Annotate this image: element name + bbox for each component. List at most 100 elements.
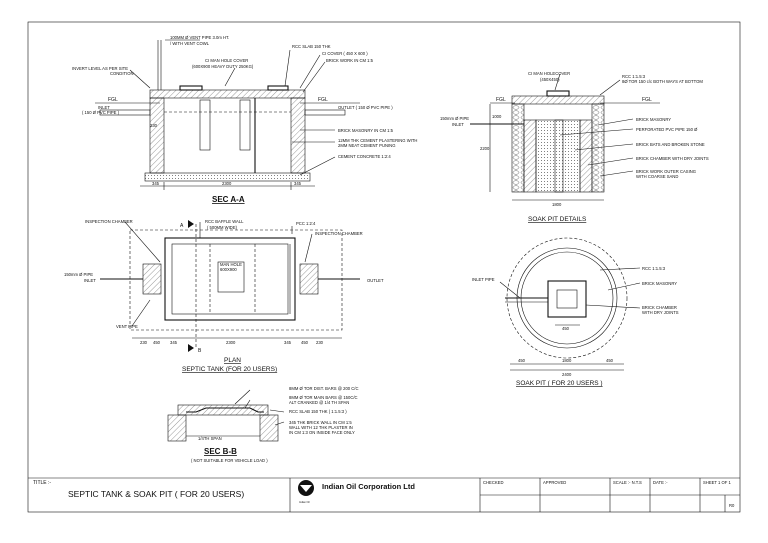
sec-aa-plaster-label-2: 2MM NEAT CEMENT PUNING <box>338 143 395 148</box>
plan-inlet-label-1: 150mm Ø PIPE <box>64 272 93 277</box>
soak-pit-dim-total: 2400 <box>562 372 572 377</box>
soak-detail-slab <box>511 95 605 105</box>
soak-pit-inlet-label: INLET PIPE <box>472 277 495 282</box>
outlet-pipe <box>304 109 346 116</box>
sec-bb-main-bars-label-2: ALT CRANKED @ 1/4 TH SPAN <box>289 400 349 405</box>
plan-tank-inner <box>171 243 289 315</box>
soak-detail-bats <box>535 119 581 193</box>
plan-dim-2300: 2300 <box>226 340 236 345</box>
sec-aa-brick-work-label: BRICK WORK IN CM 1:5 <box>326 58 374 63</box>
plan-pcc-label: PCC 1:2:4 <box>296 221 316 226</box>
soak-detail-bats-label: BRICK BATS AND BROKEN STONE <box>636 142 705 147</box>
soak-pit-chamber-label-1: BRICK CHAMBER <box>642 305 677 310</box>
sec-aa-manhole-label-2: (600X900 HEAVY DUTY 250KG) <box>192 64 254 69</box>
sec-aa-inlet-label-2: ( 150 Ø PVC PIPE ) <box>82 110 120 115</box>
soak-detail-fgl-left: FGL <box>496 97 506 103</box>
soak-detail-rcc-label-2: 8Ø TOR 150 c/c BOTH WAYS AT BOTTOM <box>622 79 703 84</box>
plan-manhole-label-1: MAN HOLE <box>220 262 242 267</box>
plan-dim-450-right: 450 <box>301 340 309 345</box>
sec-bb-rcc-label: RCC SLAB 150 THK ( 1:1.5:3 ) <box>289 409 347 414</box>
plan-inspection-left-label: INSPECTION CHAMBER <box>85 219 133 224</box>
sheet-border <box>27 21 741 513</box>
sheet-label: SHEET 1 OF 1 <box>703 480 732 485</box>
approved-label: APPROVED <box>543 480 566 485</box>
plan-tank-outer <box>164 237 296 321</box>
plan-section-a-top: A <box>180 223 184 229</box>
sec-aa-dim-230: 230 <box>150 123 158 128</box>
company-name: Indian Oil Corporation Ltd <box>322 482 415 491</box>
soak-detail-casing-label-2: WITH COARSE SAND <box>636 174 678 179</box>
soak-detail-title: SOAK PIT DETAILS <box>528 216 587 223</box>
section-aa <box>95 39 360 190</box>
sec-aa-dim-345-left: 345 <box>152 181 160 186</box>
plan-dim-345-left: 345 <box>170 340 178 345</box>
section-bb <box>167 389 285 442</box>
revision-label: R0 <box>729 503 735 508</box>
sec-bb-title: SEC B-B <box>204 447 237 456</box>
sec-aa-dim-345-right: 345 <box>294 181 302 186</box>
sec-aa-concrete-label: CEMENT CONCRETE 1:2:4 <box>338 154 391 159</box>
plan-dim-450-left: 450 <box>153 340 161 345</box>
base-concrete <box>144 172 311 182</box>
sec-bb-wall-label-2: WALL WITH 12 THK PLASTER IN <box>289 425 353 430</box>
soak-detail-rcc-label-1: RCC 1:1.5:3 <box>622 74 646 79</box>
sec-bb-right-wall <box>259 414 279 442</box>
sec-aa-fgl-right: FGL <box>318 97 328 103</box>
scale-label: SCALE :- N.T.S <box>613 480 642 485</box>
soak-pit-rcc-label: RCC 1:1.5:3 <box>642 266 666 271</box>
soak-pit-dim-inner: 450 <box>562 326 570 331</box>
soak-detail-cover-label-2: (450X450) <box>540 77 560 82</box>
sec-aa-dim-2300: 2300 <box>222 181 232 186</box>
soak-detail-perforated-label: PERFORATED PVC PIPE 150 Ø <box>636 127 698 132</box>
soak-pit-outer-circle <box>506 237 628 359</box>
sec-aa-outlet-label: OUTLET ( 150 Ø PVC PIPE ) <box>338 105 393 110</box>
sec-aa-rcc-slab-label: RCC SLAB 150 THK <box>292 44 331 49</box>
soak-pit-plan <box>499 237 641 371</box>
soak-detail-left-casing <box>511 103 525 193</box>
sec-aa-invert-label-1: INVERT LEVEL AS PER SITE <box>72 66 128 71</box>
date-label: DATE :- <box>653 480 668 485</box>
plan-section-b-bottom: B <box>198 348 202 354</box>
plan-inspection-right-label: INSPECTION CHAMBER <box>315 231 363 236</box>
plan-inspection-right <box>299 263 319 295</box>
plan-manhole-label-2: 600X900 <box>220 267 237 272</box>
soak-pit-chamber-label-2: WITH DRY JOINTS <box>642 310 679 315</box>
plan-subtitle: SEPTIC TANK (FOR 20 USERS) <box>182 366 277 373</box>
soak-detail-pipe-label-1: 150mm Ø PIPE <box>440 116 469 121</box>
plan-view <box>100 220 360 352</box>
plan-baffle-label-1: RCC BAFFLE WALL <box>205 219 244 224</box>
plan-manhole <box>217 261 245 293</box>
sec-aa-plaster-label-1: 12MM THK CEMENT PLASTERING WITH <box>338 138 417 143</box>
title-block <box>289 478 740 512</box>
sec-bb-slab <box>177 404 269 416</box>
drawing-title: SEPTIC TANK & SOAK PIT ( FOR 20 USERS) <box>68 489 244 499</box>
logo-text: Indian Oil <box>299 501 310 504</box>
soak-pit-masonry-label: BRICK MASONRY <box>642 281 677 286</box>
plan-dim-345-right: 345 <box>284 340 292 345</box>
sec-bb-left-wall <box>167 414 187 442</box>
soak-detail-chamber-label: BRICK CHAMBER WITH DRY JOINTS <box>636 156 709 161</box>
sec-bb-wall-label-1: 345 THK BRICK WALL IN CM 1:5 <box>289 420 352 425</box>
plan-baffle-label-2: ( 500MM WIDE) <box>207 225 238 230</box>
sec-bb-note: ( NOT SUITABLE FOR VEHICLE LOAD ) <box>191 458 268 463</box>
sec-aa-manhole-label-1: CI MAN HOLE COVER <box>205 58 248 63</box>
soak-detail-dim-width: 1800 <box>552 202 562 207</box>
soak-pit-dim-1800: 1800 <box>562 358 572 363</box>
plan-inlet-label-2: INLET <box>84 278 96 283</box>
soak-detail-fgl-right: FGL <box>642 97 652 103</box>
inlet-pipe <box>99 109 151 116</box>
soak-detail-dim-1000: 1000 <box>492 114 502 119</box>
title-label: TITLE :- <box>33 480 51 486</box>
soak-pit-dim-450-right: 450 <box>606 358 614 363</box>
sec-aa-invert-label-2: CONDITION <box>110 71 134 76</box>
plan-vent-pipe-label: VENT PIPE <box>116 324 138 329</box>
plan-inspection-left <box>142 263 162 295</box>
soak-detail-dim-height: 2200 <box>480 146 490 151</box>
plan-dim-230-left: 230 <box>140 340 148 345</box>
sec-aa-ci-cover-label: CI COVER ( 450 X 600 ) <box>322 51 368 56</box>
right-wall <box>290 97 306 174</box>
soak-detail-masonry-label: BRICK MASONRY <box>636 117 671 122</box>
plan-title: PLAN <box>224 357 241 364</box>
plan-pcc-outline <box>129 229 343 331</box>
